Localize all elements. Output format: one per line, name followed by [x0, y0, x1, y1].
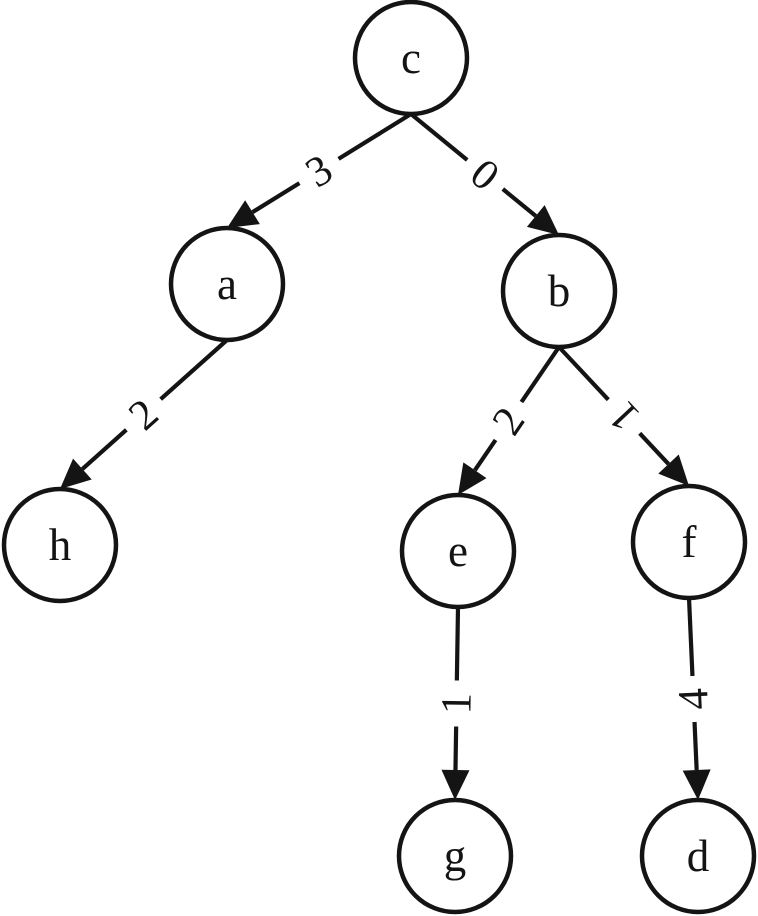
node-label: d	[687, 831, 710, 881]
edge-line	[80, 428, 128, 471]
edge-line	[454, 606, 461, 681]
node-circle	[1, 486, 119, 604]
edge-line	[453, 726, 459, 771]
edge-weight-label: 2	[483, 399, 534, 443]
arrowhead-icon	[526, 205, 559, 235]
edge-f-d: 4	[670, 597, 718, 800]
node-circle	[396, 797, 514, 915]
arrowhead-icon	[458, 462, 487, 495]
edge-b-e: 2	[458, 345, 561, 495]
node-circle	[168, 225, 286, 343]
edge-line	[409, 112, 469, 162]
edge-c-a: 3	[227, 112, 413, 228]
node-b: b	[500, 232, 618, 350]
edge-c-b: 0	[409, 112, 559, 235]
edge-weight-label: 3	[298, 146, 341, 197]
node-e: e	[399, 492, 517, 610]
node-label: e	[448, 526, 468, 576]
node-a: a	[168, 225, 286, 343]
edge-line	[251, 181, 301, 214]
node-c: c	[352, 0, 470, 117]
edge-line	[692, 721, 699, 771]
node-h: h	[1, 486, 119, 604]
edge-line	[473, 438, 498, 472]
node-circle	[500, 232, 618, 350]
node-circle	[630, 483, 748, 601]
node-label: a	[217, 259, 237, 309]
edge-line	[501, 187, 538, 218]
node-label: g	[444, 831, 467, 881]
node-circle	[399, 492, 517, 610]
edge-line	[638, 431, 671, 466]
node-f: f	[630, 483, 748, 601]
edge-line	[159, 338, 229, 401]
arrowhead-icon	[682, 769, 711, 800]
node-g: g	[396, 797, 514, 915]
edge-e-g: 1	[433, 606, 481, 800]
arrowhead-icon	[658, 454, 689, 486]
node-circle	[352, 0, 470, 117]
edge-line	[686, 597, 695, 677]
arrowhead-icon	[227, 200, 260, 228]
node-label: c	[401, 33, 421, 83]
arrowhead-icon	[60, 458, 92, 489]
node-circle	[639, 797, 757, 915]
edge-weight-label: 4	[670, 687, 718, 711]
node-d: d	[639, 797, 757, 915]
edge-line	[557, 345, 610, 402]
edge-weight-label: 1	[433, 692, 480, 714]
edge-line	[337, 112, 413, 161]
edge-line	[519, 345, 561, 404]
node-label: h	[49, 520, 72, 570]
edge-weight-label: 0	[462, 149, 508, 199]
edge-b-f: 1	[557, 345, 689, 486]
node-label: b	[548, 266, 571, 316]
edge-a-h: 2	[60, 338, 229, 489]
node-label: f	[682, 517, 697, 567]
arrowhead-icon	[441, 769, 470, 800]
